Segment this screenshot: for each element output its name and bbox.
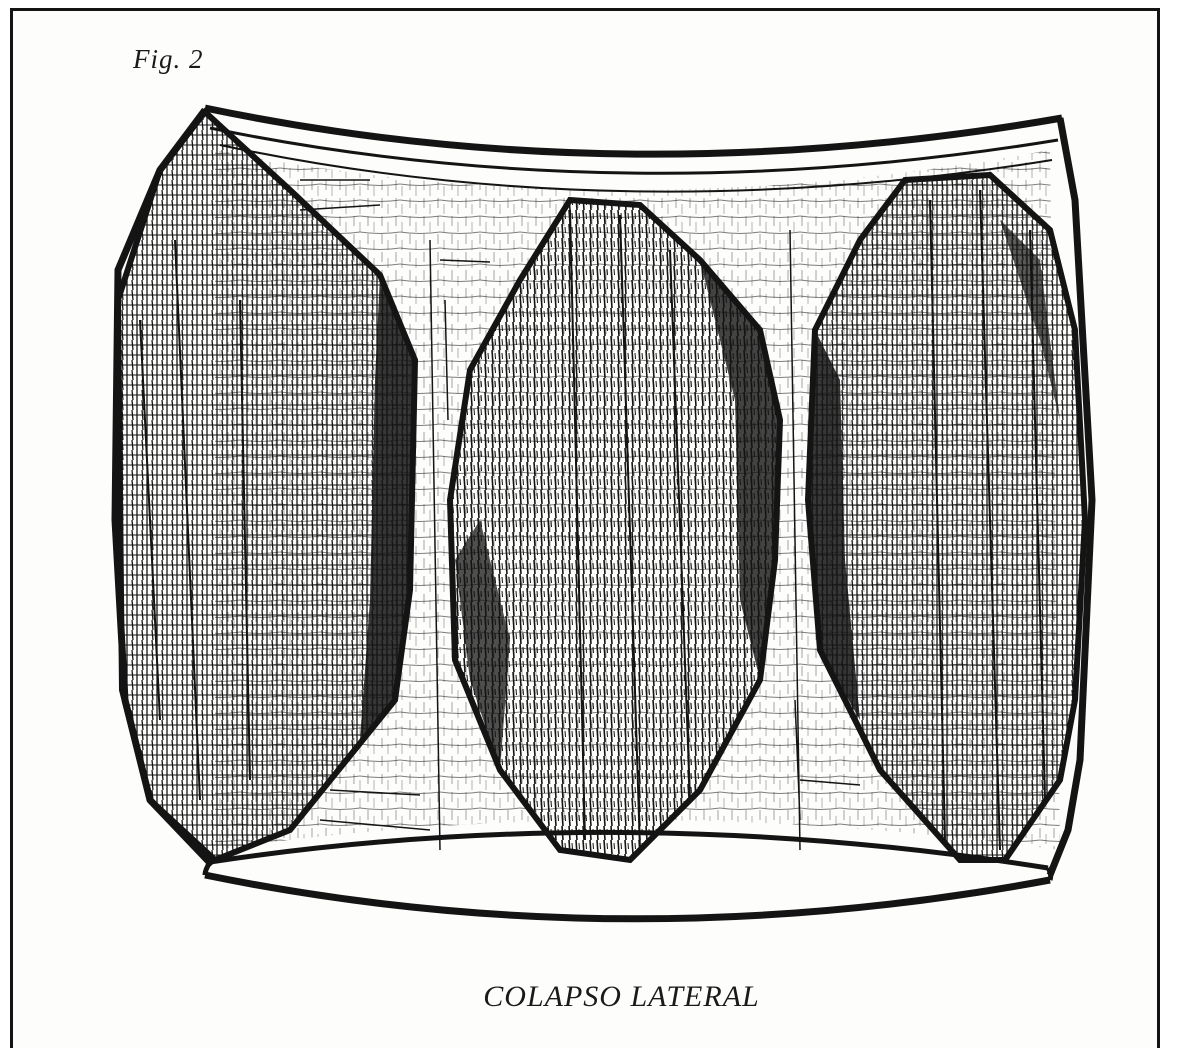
figure-caption: COLAPSO LATERAL — [0, 980, 1183, 1014]
